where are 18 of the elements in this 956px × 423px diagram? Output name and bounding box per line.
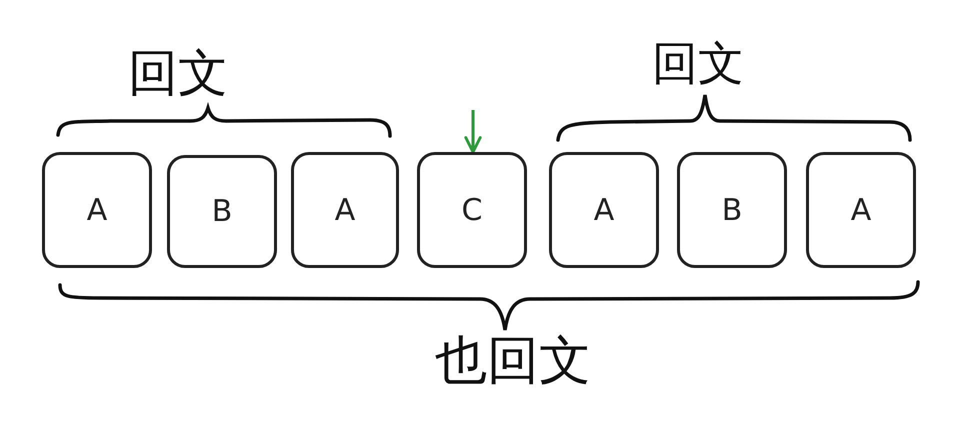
letter: B <box>722 192 742 228</box>
letter: A <box>594 192 614 228</box>
brace-label: 也回文 <box>435 335 591 387</box>
letter-box <box>417 152 527 268</box>
brace-label: 回文 <box>652 40 744 86</box>
brace-label: 回文 <box>128 48 228 98</box>
letter-box <box>291 152 399 268</box>
letter-box <box>677 152 787 268</box>
arrow <box>464 110 482 154</box>
letter-box <box>42 152 152 268</box>
letter-box <box>549 152 659 268</box>
letter: A <box>850 192 872 228</box>
letter: A <box>86 192 108 228</box>
letter-box <box>806 152 916 268</box>
letter: C <box>462 192 482 228</box>
letter: B <box>212 194 232 229</box>
letter: A <box>334 192 356 228</box>
letter-box <box>167 155 277 268</box>
